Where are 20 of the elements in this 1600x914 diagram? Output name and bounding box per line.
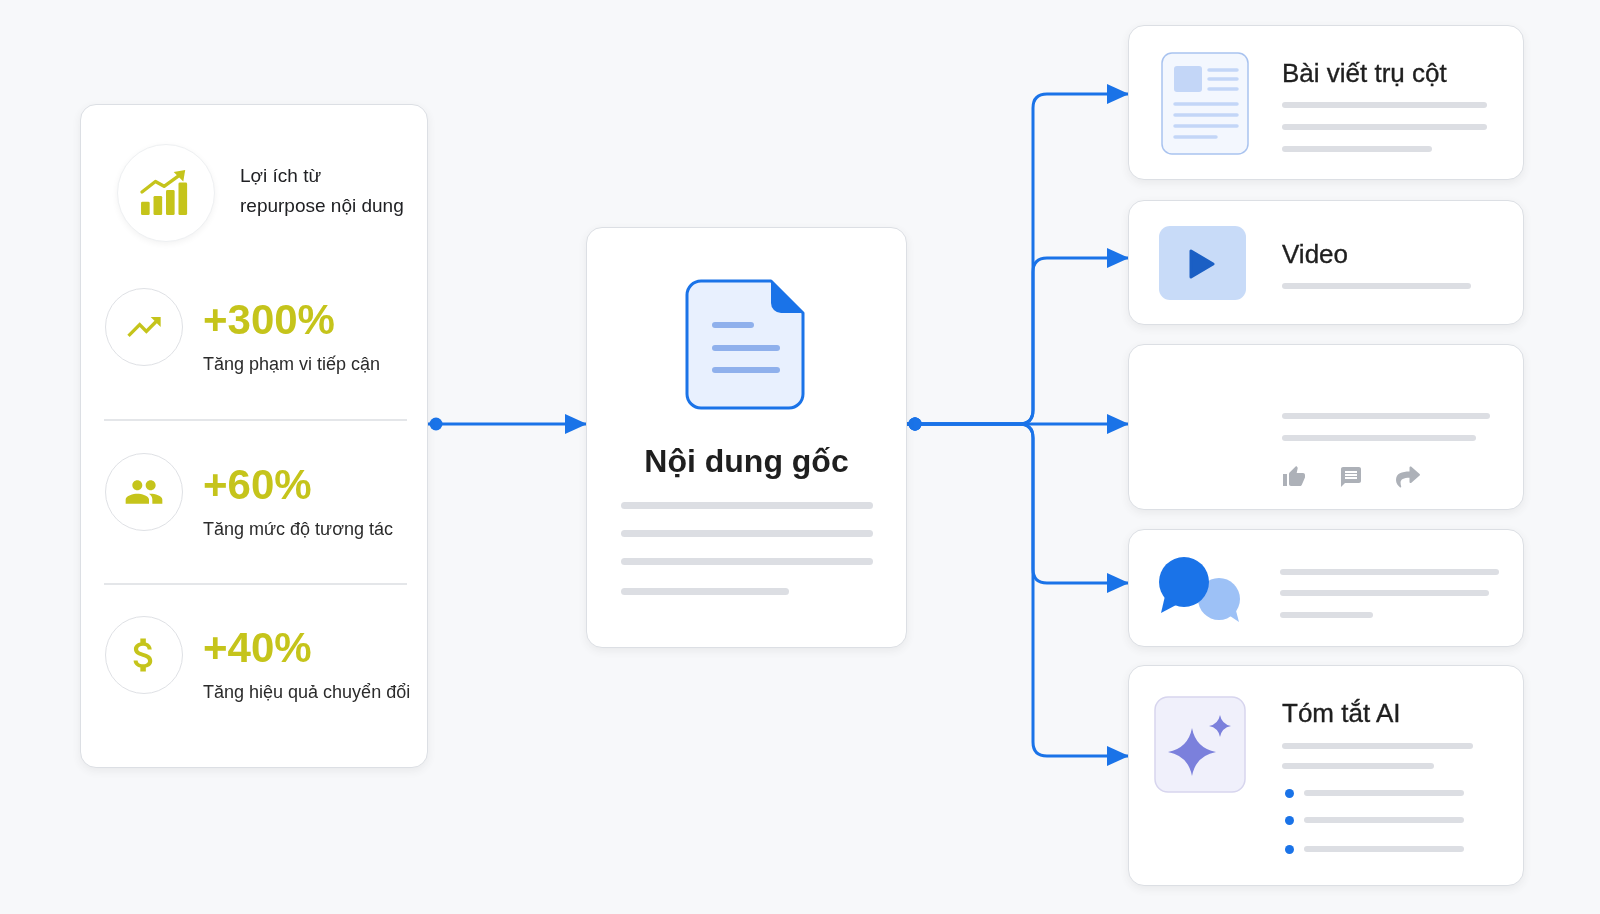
stat-value: +300% (203, 297, 335, 343)
connector-arrow (907, 417, 1129, 766)
stat-description: Tăng hiệu quả chuyển đổi (203, 681, 411, 704)
stat-value: +60% (203, 462, 312, 508)
output-card (1128, 344, 1524, 510)
card-title: Nội dung gốc (644, 442, 849, 481)
stat-value: +40% (203, 625, 312, 671)
output-card (1128, 665, 1524, 886)
output-card (1128, 200, 1524, 325)
output-card (1128, 25, 1524, 180)
source-card (586, 227, 907, 648)
connector-arrow (428, 414, 587, 434)
output-card (1128, 529, 1524, 647)
benefits-panel (80, 104, 428, 768)
stat-description: Tăng mức độ tương tác (203, 518, 393, 541)
card-title: Tóm tắt AI (1282, 698, 1401, 728)
stat-description: Tăng phạm vi tiếp cận (203, 353, 381, 376)
panel-heading: Lợi ích từ repurpose nội dung (240, 164, 405, 218)
card-title: Bài viết trụ cột (1282, 58, 1447, 88)
card-title: Video (1282, 239, 1349, 269)
